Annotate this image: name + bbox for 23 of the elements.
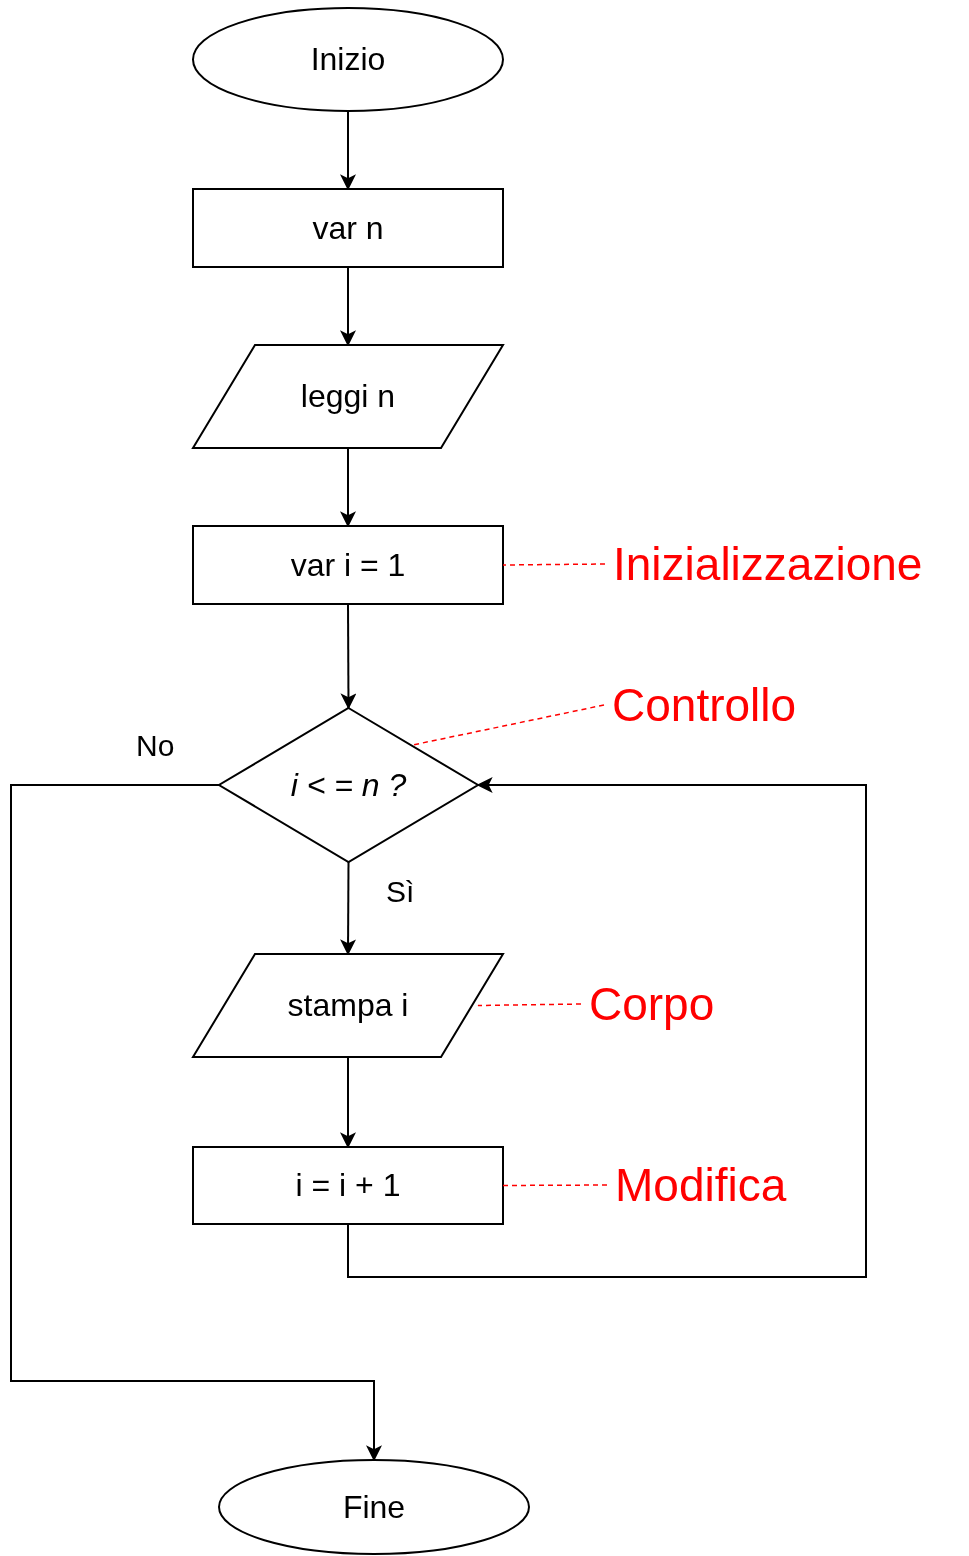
arrow [347,777,867,1278]
arrow [340,861,357,956]
arrow [340,603,357,710]
annotation-label: Inizializzazione [613,541,923,587]
leader-line [412,704,605,746]
process-box: i = i + 1 [193,1147,503,1224]
arrow [340,266,356,347]
process-box: var i = 1 [193,526,503,604]
input-parallelogram: leggi n [193,345,503,448]
decision-diamond: i < = n ? [219,708,478,862]
leader-line [502,563,606,566]
arrow [10,784,382,1462]
leader-line [477,1003,582,1007]
annotation-label: Modifica [615,1162,787,1208]
arrow [340,447,356,528]
process-box: var n [193,189,503,267]
end-ellipse: Fine [219,1460,529,1554]
arrow [340,110,356,191]
leader-line [502,1184,608,1187]
arrow [340,1056,356,1149]
output-parallelogram: stampa i [193,954,503,1057]
start-ellipse: Inizio [193,8,503,111]
annotation-label: Controllo [612,682,797,728]
